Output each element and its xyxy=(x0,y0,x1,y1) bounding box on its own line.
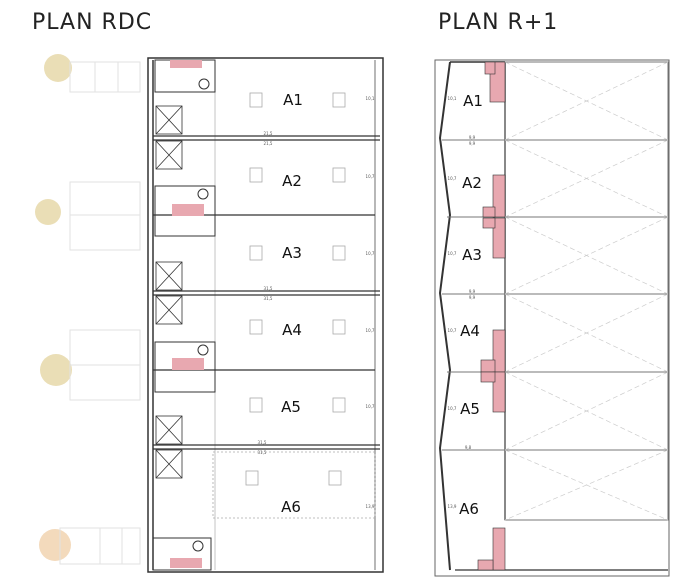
dimension-label: 10,7 xyxy=(366,174,375,179)
columns xyxy=(212,92,376,519)
dimension-label: 10,7 xyxy=(448,251,457,256)
plan-r1 xyxy=(434,59,670,577)
dimension-label: 10,7 xyxy=(366,328,375,333)
stairs xyxy=(477,61,506,571)
tree-icon xyxy=(44,54,72,82)
elevator-shafts xyxy=(155,105,183,479)
dimension-label: 9,8 xyxy=(465,445,472,450)
dimension-label: 13,9 xyxy=(366,504,375,509)
site-landscape xyxy=(35,54,141,565)
rdc-unit-labels: A1 A2 A3 A4 A5 A6 21,5 21,5 31,5 31,5 31… xyxy=(258,91,375,516)
dimension-label: 10,7 xyxy=(366,251,375,256)
dimension-label: 31,5 xyxy=(264,296,273,301)
dimension-label: 21,5 xyxy=(264,141,273,146)
dimension-label: 31,5 xyxy=(258,440,267,445)
unit-label: A3 xyxy=(282,244,302,262)
building-outline xyxy=(434,59,670,577)
unit-dividers xyxy=(153,135,380,450)
stair-cores xyxy=(152,59,216,571)
unit-label: A1 xyxy=(463,92,483,110)
dimension-label: 10,1 xyxy=(366,96,375,101)
dimension-label: 9,9 xyxy=(469,135,476,140)
unit-label: A4 xyxy=(460,322,480,340)
r1-unit-labels: A1 A2 A3 A4 A5 A6 9,9 9,9 9,9 9,9 9,8 10… xyxy=(448,92,483,518)
unit-label: A5 xyxy=(281,398,301,416)
unit-label: A1 xyxy=(283,91,303,109)
unit-label: A3 xyxy=(462,246,482,264)
void-area xyxy=(442,61,669,521)
dimension-label: 31,5 xyxy=(258,450,267,455)
plan-r1-title: PLAN R+1 xyxy=(438,10,559,35)
dimension-label: 10,1 xyxy=(448,96,457,101)
unit-label: A2 xyxy=(282,172,302,190)
unit-label: A6 xyxy=(459,500,479,518)
dimension-label: 9,9 xyxy=(469,295,476,300)
dimension-label: 10,7 xyxy=(448,406,457,411)
plan-rdc-title: PLAN RDC xyxy=(32,10,153,35)
dimension-label: 10,7 xyxy=(448,176,457,181)
dimension-label: 10,7 xyxy=(448,328,457,333)
building-outline xyxy=(147,57,384,573)
tree-icon xyxy=(39,529,71,561)
dimension-label: 21,5 xyxy=(264,131,273,136)
dimension-label: 31,5 xyxy=(264,286,273,291)
dimension-label: 13,9 xyxy=(448,504,457,509)
dimension-label: 10,7 xyxy=(366,404,375,409)
tree-icon xyxy=(40,354,72,386)
unit-label: A4 xyxy=(282,321,302,339)
dimension-label: 9,9 xyxy=(469,289,476,294)
plan-rdc xyxy=(147,57,384,573)
dimension-label: 9,9 xyxy=(469,141,476,146)
unit-label: A2 xyxy=(462,174,482,192)
tree-icon xyxy=(35,199,61,225)
unit-label: A6 xyxy=(281,498,301,516)
unit-label: A5 xyxy=(460,400,480,418)
facade-zigzag xyxy=(438,61,452,571)
